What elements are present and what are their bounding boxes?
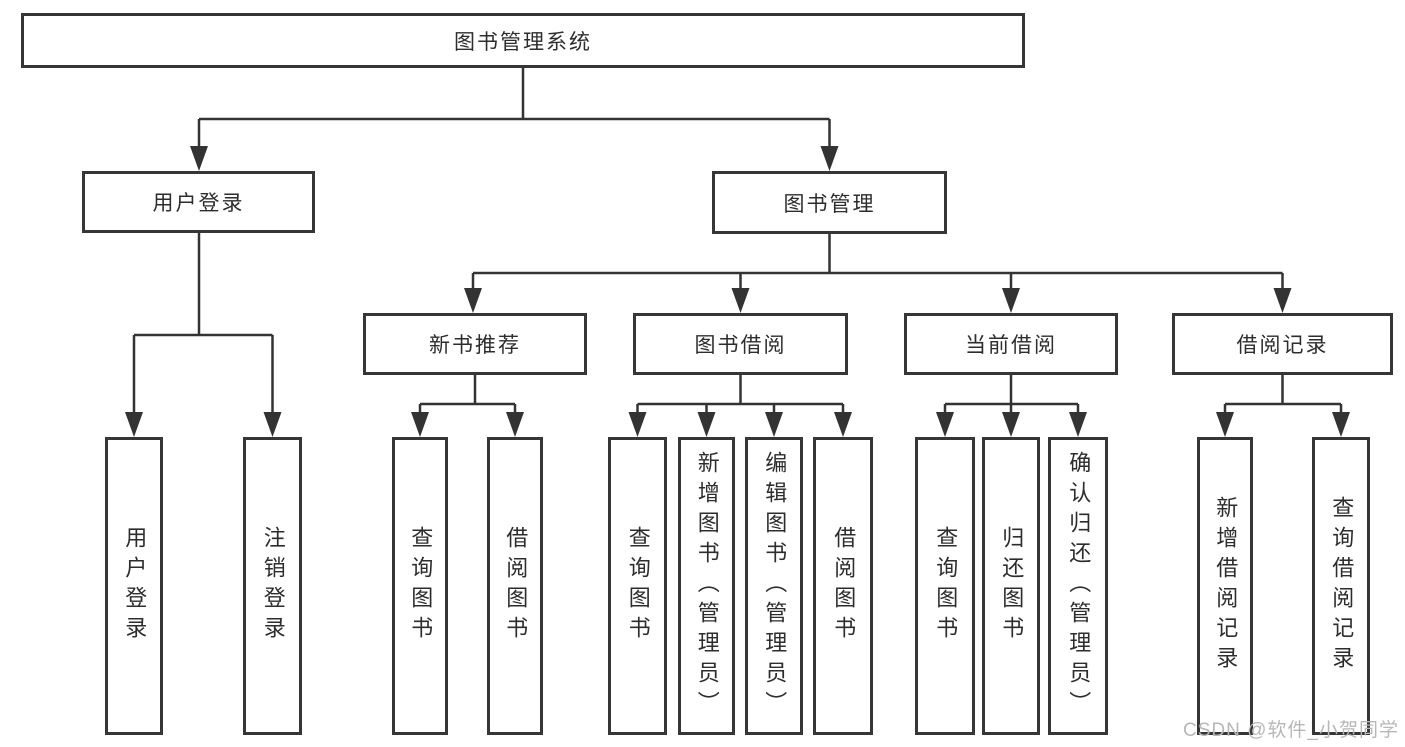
node-user-login: 用户登录 bbox=[82, 171, 315, 233]
node-current-borrow-label: 当前借阅 bbox=[965, 334, 1057, 357]
leaf-bb-edit-books: 编辑图书（管理员） bbox=[745, 437, 803, 735]
leaf-br-add-record-label: 新增借阅记录 bbox=[1213, 496, 1239, 676]
leaf-cb-query-books: 查询图书 bbox=[915, 437, 975, 735]
leaf-bb-borrow-books: 借阅图书 bbox=[813, 437, 873, 735]
node-new-book-recommend-label: 新书推荐 bbox=[429, 334, 521, 357]
node-book-management-label: 图书管理 bbox=[783, 192, 876, 216]
leaf-logout: 注销登录 bbox=[243, 437, 302, 735]
leaf-bb-edit-books-label: 编辑图书（管理员） bbox=[762, 451, 788, 721]
node-new-book-recommend: 新书推荐 bbox=[363, 313, 587, 375]
node-book-borrow-label: 图书借阅 bbox=[694, 334, 787, 357]
leaf-cb-confirm-return: 确认归还（管理员） bbox=[1048, 437, 1108, 735]
leaf-br-query-record-label: 查询借阅记录 bbox=[1329, 496, 1355, 676]
leaf-cb-confirm-return-label: 确认归还（管理员） bbox=[1066, 451, 1092, 721]
leaf-br-query-record: 查询借阅记录 bbox=[1312, 437, 1370, 735]
leaf-nb-query-books-label: 查询图书 bbox=[408, 526, 434, 646]
node-current-borrow: 当前借阅 bbox=[904, 313, 1118, 375]
leaf-cb-return-books-label: 归还图书 bbox=[999, 526, 1025, 646]
node-root-label: 图书管理系统 bbox=[454, 30, 592, 54]
leaf-nb-borrow-books-label: 借阅图书 bbox=[503, 526, 529, 646]
node-root: 图书管理系统 bbox=[21, 13, 1025, 68]
leaf-bb-borrow-books-label: 借阅图书 bbox=[831, 526, 857, 646]
leaf-logout-label: 注销登录 bbox=[260, 526, 286, 646]
leaf-bb-query-books-label: 查询图书 bbox=[625, 526, 651, 646]
leaf-cb-query-books-label: 查询图书 bbox=[933, 526, 959, 646]
node-book-management: 图书管理 bbox=[712, 171, 947, 234]
node-borrow-records-label: 借阅记录 bbox=[1236, 334, 1329, 357]
leaf-nb-query-books: 查询图书 bbox=[392, 437, 448, 735]
leaf-cb-return-books: 归还图书 bbox=[982, 437, 1040, 735]
leaf-user-login: 用户登录 bbox=[105, 437, 163, 735]
node-borrow-records: 借阅记录 bbox=[1172, 313, 1393, 375]
node-book-borrow: 图书借阅 bbox=[633, 313, 848, 375]
leaf-bb-query-books: 查询图书 bbox=[608, 437, 667, 735]
leaf-bb-add-books-label: 新增图书（管理员） bbox=[694, 451, 720, 721]
node-user-login-label: 用户登录 bbox=[152, 192, 245, 215]
leaf-nb-borrow-books: 借阅图书 bbox=[487, 437, 543, 735]
watermark: CSDN @软件_小贺同学 bbox=[1183, 720, 1399, 741]
leaf-bb-add-books: 新增图书（管理员） bbox=[678, 437, 735, 735]
leaf-br-add-record: 新增借阅记录 bbox=[1197, 437, 1253, 735]
leaf-user-login-label: 用户登录 bbox=[122, 526, 148, 646]
